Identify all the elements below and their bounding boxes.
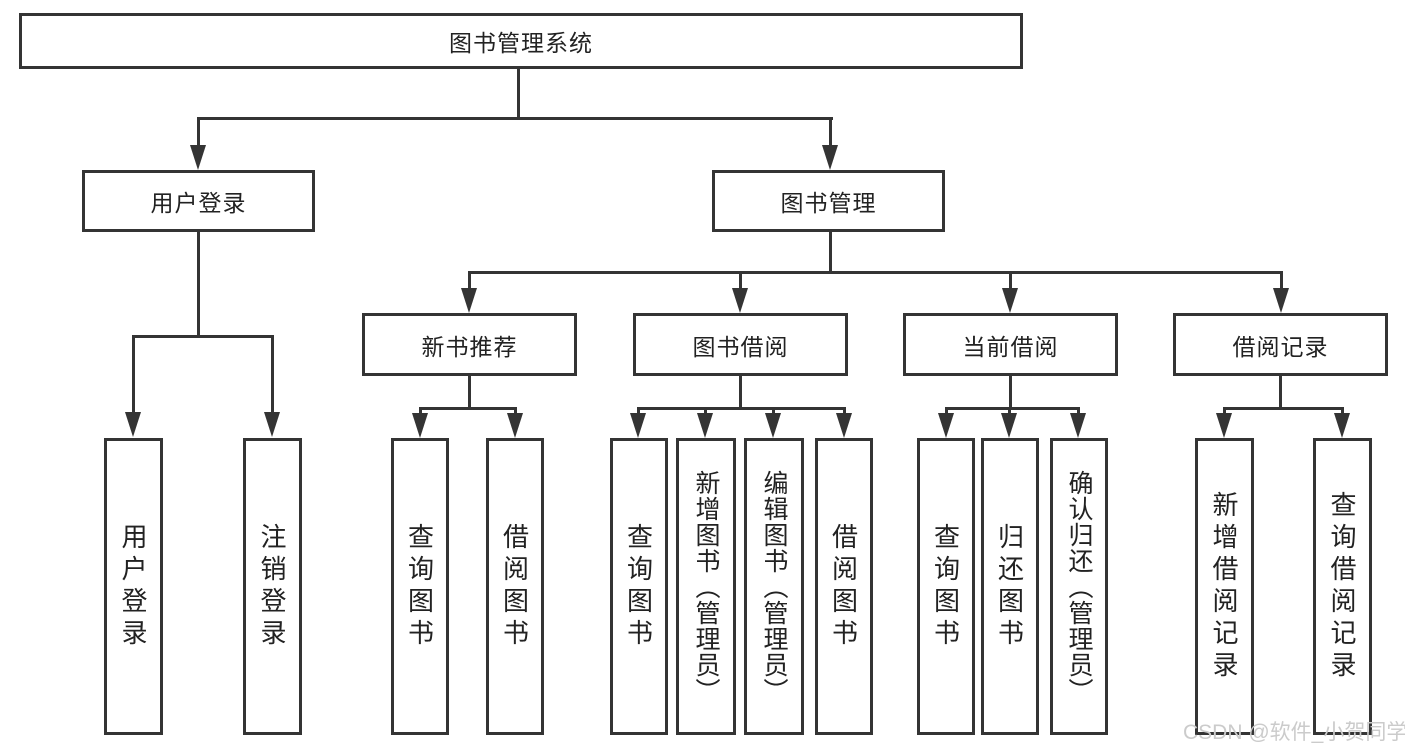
arrowhead-to-leaf-user-login — [125, 412, 141, 437]
connector-stem — [843, 407, 846, 417]
arrowhead-to-borrow-records — [1273, 288, 1289, 313]
leaf-query-book-under-current: 查询图书 — [917, 438, 975, 735]
connector-borrow-records-stub — [1279, 376, 1282, 407]
arrowhead-to-leaf-logout — [264, 412, 280, 437]
connector-to-new-book-rec-stem — [468, 271, 471, 291]
leaf-borrow-book-under-recommendation: 借阅图书 — [486, 438, 544, 735]
connector-to-book-borrow-stem — [739, 271, 742, 291]
connector-stem — [772, 407, 775, 417]
arrowhead-to-borrow-book-2 — [836, 413, 852, 438]
leaf-edit-book-admin: 编辑图书（管理员） — [744, 438, 804, 735]
arrowhead-to-current-borrow — [1002, 288, 1018, 313]
arrowhead-to-user-login — [190, 145, 206, 170]
arrowhead-to-new-book-rec — [461, 288, 477, 313]
connector-stem — [1008, 407, 1011, 417]
arrowhead-to-edit-book — [765, 413, 781, 438]
connector-to-borrow-records-stem — [1280, 271, 1283, 291]
connector-borrow-records-branch — [1223, 407, 1344, 410]
node-new-book-recommendation: 新书推荐 — [362, 313, 577, 376]
connector-stem — [704, 407, 707, 417]
connector-stem — [945, 407, 948, 417]
connector-stem — [1223, 407, 1226, 417]
node-current-borrowing: 当前借阅 — [903, 313, 1118, 376]
arrowhead-to-query-book-1 — [412, 413, 428, 438]
connector-user-login-branch — [132, 335, 274, 338]
leaf-return-book: 归还图书 — [981, 438, 1039, 735]
leaf-add-book-admin: 新增图书（管理员） — [676, 438, 736, 735]
connector-to-current-borrow-stem — [1009, 271, 1012, 291]
leaf-query-borrow-record: 查询借阅记录 — [1313, 438, 1372, 735]
connector-to-leaf-logout-stem — [271, 335, 274, 415]
csdn-watermark: CSDN @软件_小贺同学 — [1183, 721, 1405, 744]
leaf-user-login: 用户登录 — [104, 438, 163, 735]
connector-book-borrow-branch — [637, 407, 846, 410]
node-user-login: 用户登录 — [82, 170, 315, 232]
arrowhead-to-add-record — [1216, 413, 1232, 438]
leaf-query-book-under-recommendation: 查询图书 — [391, 438, 449, 735]
connector-to-book-mgmt-stem — [829, 117, 832, 150]
node-root-library-management-system: 图书管理系统 — [19, 13, 1023, 69]
arrowhead-to-query-book-2 — [630, 413, 646, 438]
arrowhead-to-book-borrow — [732, 288, 748, 313]
connector-book-borrow-stub — [739, 376, 742, 407]
leaf-add-borrow-record: 新增借阅记录 — [1195, 438, 1254, 735]
node-borrowing-records: 借阅记录 — [1173, 313, 1388, 376]
connector-stem — [419, 407, 422, 417]
connector-book-mgmt-stub — [829, 232, 832, 271]
leaf-borrow-book-under-borrowing: 借阅图书 — [815, 438, 873, 735]
node-book-borrowing: 图书借阅 — [633, 313, 848, 376]
connector-to-user-login-stem — [197, 117, 200, 150]
connector-new-book-rec-stub — [468, 376, 471, 407]
leaf-query-book-under-borrowing: 查询图书 — [610, 438, 668, 735]
arrowhead-to-book-mgmt — [822, 145, 838, 170]
arrowhead-to-borrow-book-1 — [507, 413, 523, 438]
leaf-logout: 注销登录 — [243, 438, 302, 735]
connector-new-book-rec-branch — [419, 407, 517, 410]
connector-current-borrow-stub — [1009, 376, 1012, 407]
connector-book-mgmt-branch — [468, 271, 1282, 274]
arrowhead-to-add-book — [697, 413, 713, 438]
connector-current-borrow-branch — [945, 407, 1080, 410]
connector-user-login-stub — [197, 232, 200, 335]
connector-root-branch — [197, 117, 833, 120]
connector-stem — [1077, 407, 1080, 417]
connector-to-leaf-user-login-stem — [132, 335, 135, 415]
leaf-confirm-return-admin: 确认归还（管理员） — [1050, 438, 1108, 735]
connector-stem — [514, 407, 517, 417]
arrowhead-to-confirm-return — [1070, 413, 1086, 438]
arrowhead-to-return-book — [1001, 413, 1017, 438]
connector-stem — [637, 407, 640, 417]
arrowhead-to-query-record — [1334, 413, 1350, 438]
node-book-management: 图书管理 — [712, 170, 945, 232]
arrowhead-to-query-book-3 — [938, 413, 954, 438]
connector-root-stub — [517, 69, 520, 117]
connector-stem — [1341, 407, 1344, 417]
